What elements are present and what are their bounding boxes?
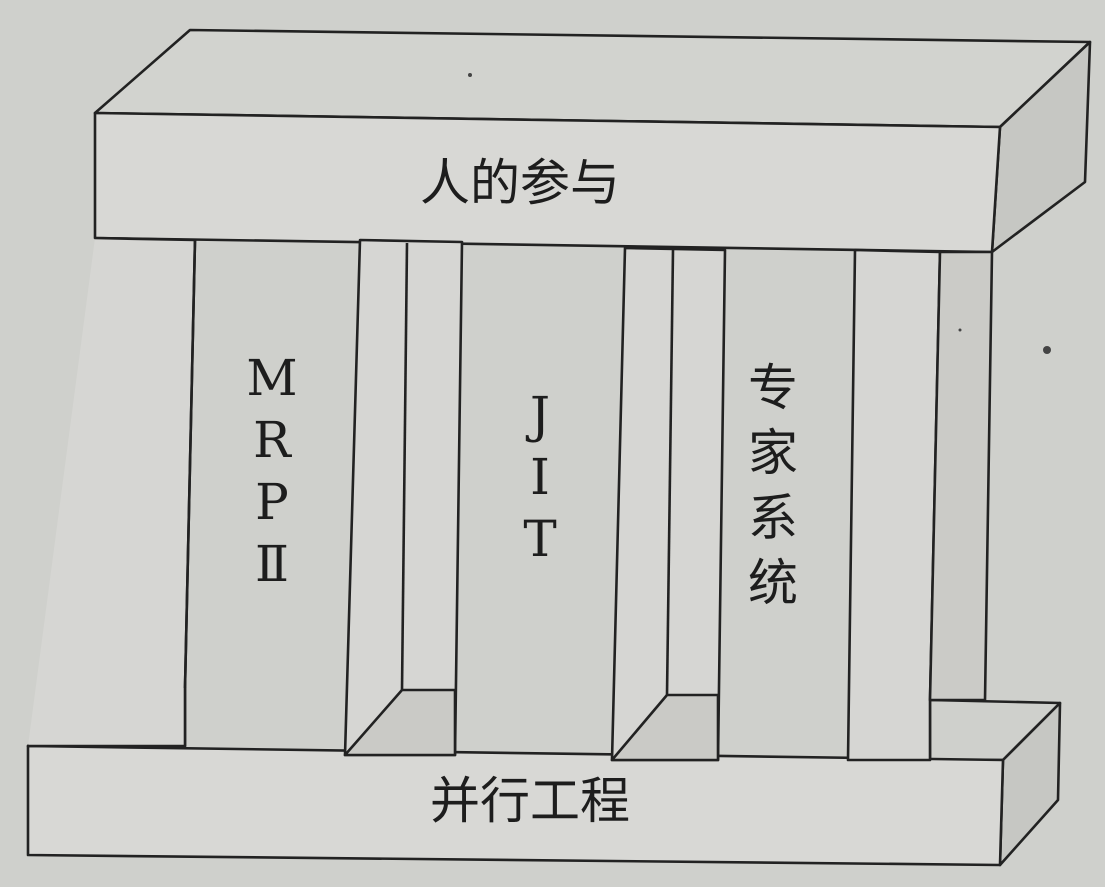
slot-one [343,238,464,757]
slot-two-divider [665,249,675,696]
slot-two [610,246,727,762]
pillar-middle-char: T [523,510,556,568]
pillar-right-label: 专 家 系 统 [748,359,798,612]
pillar-left-char: M [246,349,297,407]
speck [1043,346,1051,354]
pillar-right-side [928,250,994,702]
pillar-right-char: 系 [748,489,798,547]
pillar-left-label: M R P Ⅱ [246,349,297,593]
pillar-right [846,248,994,762]
pillar-left-char: Ⅱ [255,535,289,593]
pillar-right-front [846,248,942,762]
speck [958,328,962,332]
pillar-middle-char: I [530,448,550,506]
pillar-right-char: 专 [748,359,798,417]
speck [468,73,472,77]
pillar-left-char: P [255,473,289,531]
base-label: 并行工程 [430,772,630,830]
slot-one-divider [400,242,409,691]
top-beam-top-face [93,28,1092,129]
pillar-left-char: R [253,411,292,469]
top-beam [93,28,1092,254]
base-block [26,686,1062,867]
pillar-middle-label: J I T [523,386,556,568]
slot-one-floor [343,688,457,757]
pillar-right-char: 统 [748,554,798,612]
slot-two-floor [610,693,720,762]
scan-specks [468,73,1051,354]
pillar-middle-char: J [525,386,550,444]
pillar-right-char: 家 [748,424,798,482]
pillar-left-inner-edge [183,239,197,689]
top-beam-label: 人的参与 [420,154,620,212]
